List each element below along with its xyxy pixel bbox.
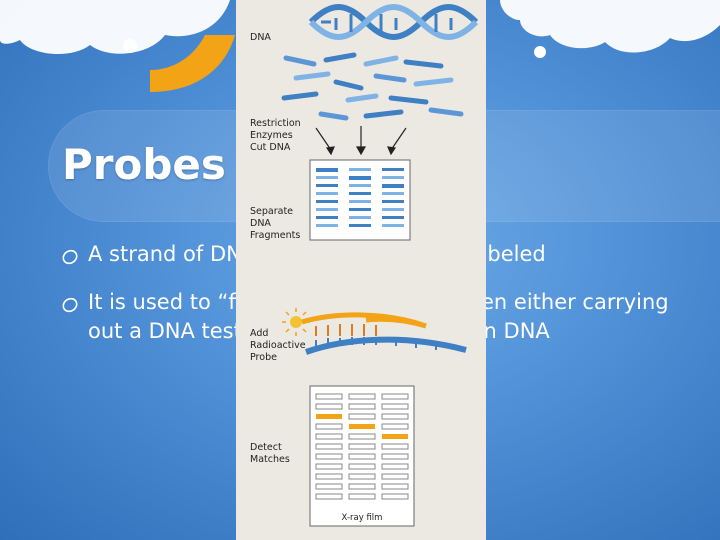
- label-x-ray-film: X-ray film: [342, 513, 383, 523]
- svg-text:Enzymes: Enzymes: [250, 130, 293, 141]
- label-detect-matches: Detect Matches: [250, 442, 290, 465]
- svg-text:Radioactive: Radioactive: [250, 340, 306, 351]
- cloud-decoration-left: [0, 0, 235, 92]
- svg-text:Restriction: Restriction: [250, 118, 301, 129]
- bullet-ring-icon: [60, 240, 88, 275]
- dna-fragments: [281, 52, 464, 121]
- label-dna: DNA: [250, 32, 271, 43]
- svg-text:Fragments: Fragments: [250, 230, 300, 241]
- svg-text:Cut DNA: Cut DNA: [250, 142, 291, 153]
- svg-text:Add: Add: [250, 328, 268, 339]
- svg-text:DNA: DNA: [250, 218, 271, 229]
- x-ray-film-panel: X-ray film: [309, 385, 415, 527]
- label-separate-fragments: Separate DNA Fragments: [250, 206, 300, 241]
- svg-text:Matches: Matches: [250, 454, 290, 465]
- slide-title: Probes: [62, 140, 226, 189]
- bullet-ring-icon: [60, 288, 88, 323]
- arrows: [315, 126, 407, 156]
- cloud-decoration-right: [500, 0, 720, 58]
- matched-bands: [316, 414, 408, 439]
- svg-text:Detect: Detect: [250, 442, 282, 453]
- label-restriction-enzymes: Restriction Enzymes Cut DNA: [250, 118, 301, 153]
- gel-panel: [309, 159, 411, 241]
- radioactive-probe-icon: [282, 308, 467, 355]
- label-add-probe: Add Radioactive Probe: [250, 328, 306, 363]
- svg-text:Separate: Separate: [250, 206, 293, 217]
- dna-helix-icon: [308, 4, 479, 40]
- svg-text:Probe: Probe: [250, 352, 277, 363]
- southern-blot-figure: DNA Restriction Enzymes Cut DNA: [236, 0, 486, 540]
